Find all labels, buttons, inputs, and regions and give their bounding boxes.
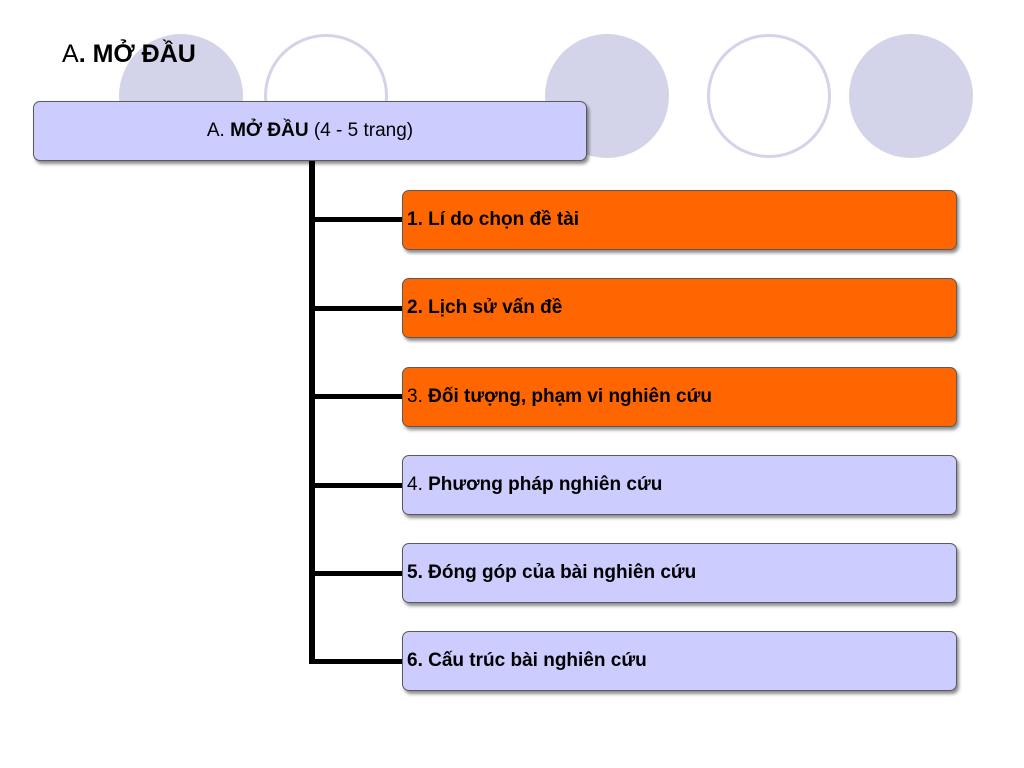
item-number-6: 6 xyxy=(407,650,418,671)
item-number-4: 4. xyxy=(407,474,429,495)
connector-branch-5 xyxy=(309,571,402,576)
slide-title-prefix: A xyxy=(62,40,79,68)
root-node-prefix: A. xyxy=(206,120,231,141)
connector-trunk xyxy=(309,161,315,664)
item-label-6: . Cấu trúc bài nghiên cứu xyxy=(417,650,647,671)
connector-branch-2 xyxy=(309,306,402,311)
item-node-3: 3. Đối tượng, phạm vi nghiên cứu xyxy=(402,367,957,427)
item-number-3: 3. xyxy=(407,386,429,407)
item-number-1: 1 xyxy=(407,209,418,230)
item-node-4: 4. Phương pháp nghiên cứu xyxy=(402,455,957,515)
connector-branch-4 xyxy=(309,483,402,488)
item-node-6: 6. Cấu trúc bài nghiên cứu xyxy=(402,631,957,691)
decor-circle-filled-3 xyxy=(849,34,973,158)
slide-title-bold: . MỞ ĐẦU xyxy=(78,40,196,68)
item-node-1: 1. Lí do chọn đề tài xyxy=(402,190,957,250)
item-number-2: 2 xyxy=(407,297,418,318)
decor-circle-ring-2 xyxy=(707,34,831,158)
slide-title: A. MỞ ĐẦU xyxy=(62,40,196,69)
item-label-5: . Đóng góp của bài nghiên cứu xyxy=(417,562,697,583)
connector-branch-1 xyxy=(309,217,402,222)
root-node-suffix: (4 - 5 trang) xyxy=(308,120,414,141)
connector-branch-3 xyxy=(309,394,402,399)
item-label-2: . Lịch sử vấn đề xyxy=(417,297,563,318)
item-node-2: 2. Lịch sử vấn đề xyxy=(402,278,957,338)
item-number-5: 5 xyxy=(407,562,418,583)
root-node: A. MỞ ĐẦU (4 - 5 trang) xyxy=(33,101,587,161)
root-node-bold: MỞ ĐẦU xyxy=(230,120,309,141)
item-label-3: Đối tượng, phạm vi nghiên cứu xyxy=(428,386,712,407)
item-node-5: 5. Đóng góp của bài nghiên cứu xyxy=(402,543,957,603)
item-label-1: . Lí do chọn đề tài xyxy=(417,209,580,230)
connector-branch-6 xyxy=(309,659,402,664)
item-label-4: Phương pháp nghiên cứu xyxy=(428,474,663,495)
